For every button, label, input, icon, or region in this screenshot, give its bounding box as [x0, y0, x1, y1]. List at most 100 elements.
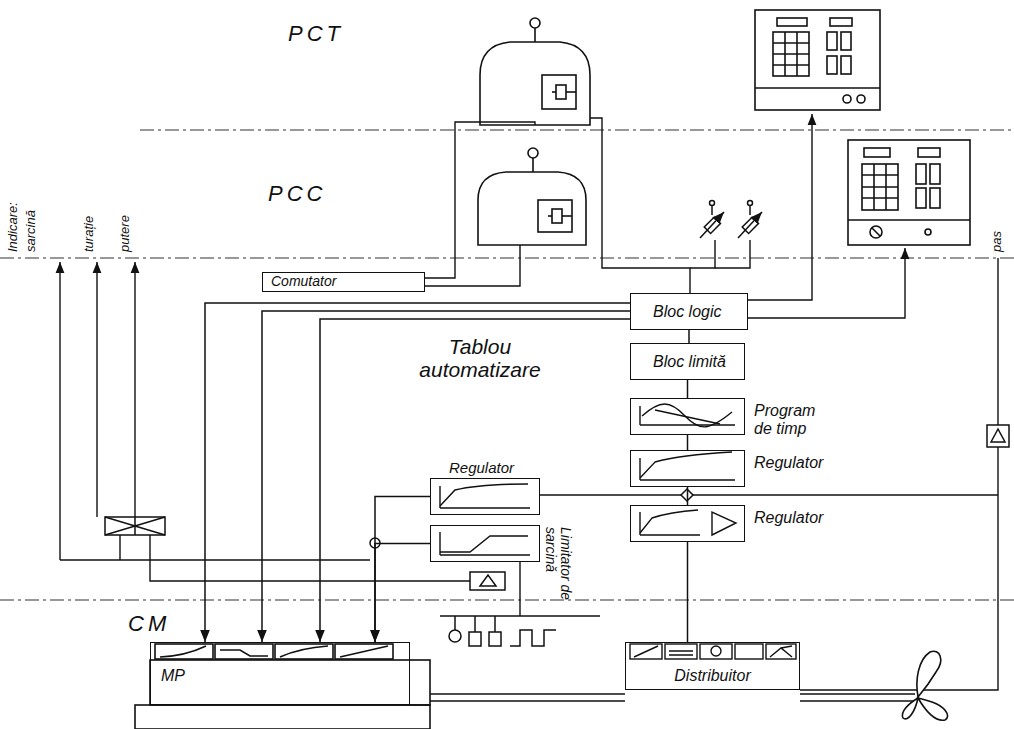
signal-wire-part [60, 559, 370, 560]
signal-wire-part [134, 262, 135, 517]
indicator-label: putere [118, 215, 132, 252]
indicator-panel-pcc-part [864, 148, 890, 157]
block-label: Bloc limită [653, 353, 734, 371]
distributor-icons-part [665, 644, 697, 659]
propeller-shaft [430, 694, 915, 701]
telegraph-pct-part [480, 42, 590, 125]
indicator-label: turație [82, 216, 96, 252]
engine-body-part [215, 644, 273, 659]
propeller-symbol-part [902, 698, 918, 719]
indicator-panel-pcc-part [925, 229, 931, 235]
indicator-panel-pct-part [830, 18, 852, 26]
signal-connector [688, 330, 690, 343]
block-symbol-part [640, 510, 698, 533]
block-symbol-part [440, 486, 530, 508]
engine-body-part [335, 644, 393, 659]
sensor-symbol-part [474, 616, 476, 632]
regulator-block: Regulator [630, 450, 745, 487]
propeller-shaft-part [800, 700, 915, 702]
distributor-icons-part [770, 646, 792, 657]
potentiometer-symbol [700, 201, 762, 239]
indicator-panel-pct-part [755, 10, 880, 110]
telegraph-pct-part [556, 85, 566, 99]
distributor-icons-part [735, 644, 763, 659]
signal-connector [205, 303, 630, 642]
indicator-panel-pcc-part [885, 164, 887, 210]
telegraph-pct-part [534, 28, 536, 42]
limit-block: Bloc limită [630, 343, 745, 380]
engine-body-part [220, 650, 268, 656]
regulator-block: Regulator [630, 505, 745, 542]
signal-wire-part [997, 258, 998, 425]
indicator-panel-pcc-part [916, 188, 926, 208]
zone-label: CM [128, 612, 170, 636]
potentiometer-symbol-part [749, 205, 751, 215]
distributor-icons-part [669, 651, 693, 655]
signal-wire-part [690, 240, 715, 268]
indicator-panel-pct-part [773, 64, 809, 66]
indicator-panel-pcc-part [930, 164, 940, 184]
signal-wire-part [540, 494, 998, 495]
indicator-panel-pct-part [827, 32, 837, 50]
indicator-panel-pct-part [796, 32, 798, 76]
amplifier-symbol-part [991, 429, 1005, 442]
zone-divider-part [0, 257, 1014, 258]
engine-body [135, 644, 430, 729]
indicator-label: sarcină [24, 210, 38, 252]
indicator-panel-pcc-part [930, 188, 940, 208]
amplifier-symbol-part [480, 575, 496, 586]
zone-divider-part [140, 129, 1014, 130]
signal-wire-part [715, 240, 750, 268]
indicator-panel-pcc [848, 140, 970, 245]
signal-wire-part [150, 535, 470, 581]
block-symbol-part [640, 512, 700, 535]
signal-wire-part [519, 562, 520, 616]
signal-wire-part [800, 447, 998, 690]
block-symbol-part [440, 484, 528, 506]
selsyn-symbol [105, 517, 165, 535]
propeller-symbol-part [918, 698, 948, 720]
time-program-block: Program de timp [630, 398, 745, 435]
block-symbol-part [712, 512, 736, 535]
telegraph-pct-part [542, 75, 576, 109]
signal-wire [60, 114, 998, 690]
engine-body-part [155, 644, 213, 659]
distributor-icons-part [711, 646, 721, 656]
indicator-panel-pct-part [784, 32, 786, 76]
telegraph-pcc-part [478, 172, 586, 245]
potentiometer-symbol-part [711, 205, 713, 215]
distributor-box: Distribuitor [625, 642, 800, 690]
distributor-icons-part [630, 644, 662, 659]
indicator-panel-pct-part [841, 56, 851, 74]
selsyn-symbol-part [105, 517, 165, 535]
propeller-shaft-part [430, 693, 625, 695]
propeller-symbol [902, 651, 947, 720]
amplifier-symbol-part [470, 572, 505, 590]
potentiometer-symbol-part [700, 212, 724, 238]
block-label: Bloc logic [653, 303, 737, 321]
block-symbol-part [642, 404, 732, 427]
zone-label: PCC [268, 182, 326, 206]
distributor-icons-part [700, 644, 732, 659]
zone-divider [0, 130, 1014, 600]
signal-wire-part [425, 245, 520, 286]
signal-wire-part [59, 262, 60, 560]
propeller-shaft-part [800, 693, 915, 695]
propeller-symbol-part [917, 651, 941, 697]
engine-body-part [275, 644, 333, 659]
block-label: Distribuitor [634, 667, 791, 685]
engine-body-part [160, 646, 206, 657]
signal-connector [375, 544, 430, 643]
potentiometer-symbol-part [748, 201, 753, 206]
distributor-icons-part [766, 644, 796, 659]
signal-wire-part [590, 118, 690, 293]
indicator-panel-pct-part [755, 87, 880, 89]
indicator-panel-pcc-part [870, 226, 882, 238]
block-symbol-part [655, 410, 720, 424]
indicator-panel-pct-part [773, 42, 809, 44]
sensor-symbol-part [469, 632, 481, 646]
indicator-panel-pct-part [773, 32, 809, 76]
sensor-symbol-part [449, 630, 461, 642]
block-label: MP [161, 667, 399, 685]
